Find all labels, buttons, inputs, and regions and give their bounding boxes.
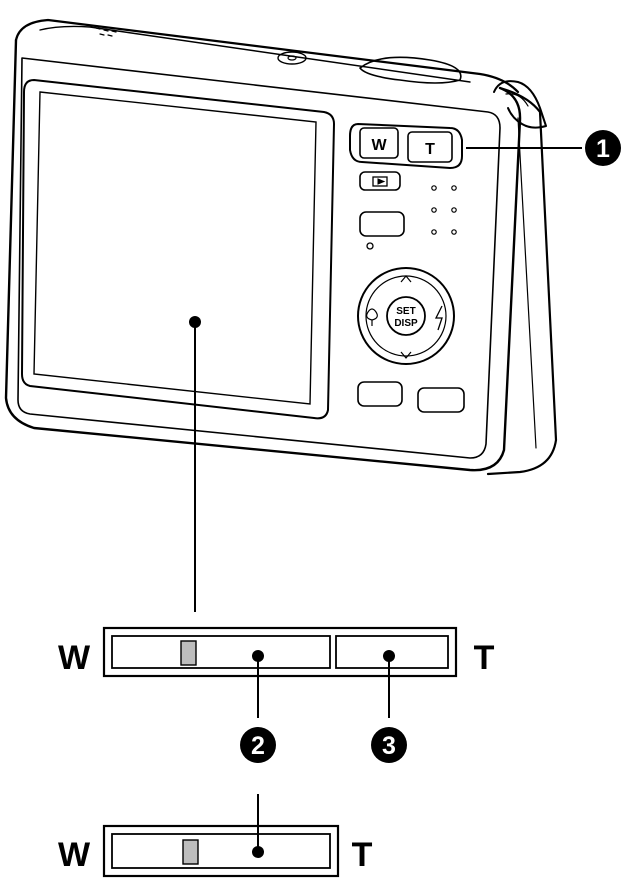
zoom-wide-label: W bbox=[371, 137, 387, 154]
callout-2-marker bbox=[240, 727, 276, 763]
zoom-bar-top-outer bbox=[102, 626, 458, 678]
optical-zoom-segment bbox=[111, 635, 331, 669]
strap-lug bbox=[493, 80, 547, 129]
status-led bbox=[366, 242, 374, 250]
zoom-bar-top-tele-label: T bbox=[474, 639, 495, 677]
zoom-lever bbox=[349, 122, 463, 170]
playback-button[interactable] bbox=[359, 171, 401, 191]
navigation-dial[interactable] bbox=[357, 267, 455, 365]
zoom-tele-label: T bbox=[425, 141, 435, 158]
zoom-bar-bottom-outer bbox=[102, 824, 340, 878]
power-button bbox=[277, 51, 307, 65]
lcd-screen-display bbox=[33, 91, 317, 405]
playback-icon-arrow bbox=[377, 178, 386, 185]
zoom-position-indicator bbox=[180, 640, 197, 666]
flower-icon bbox=[366, 308, 378, 326]
callout-2-number: 2 bbox=[251, 732, 265, 760]
zoom-bar-bottom bbox=[102, 824, 340, 878]
lcd-screen bbox=[20, 78, 336, 420]
camera-right-inner-side bbox=[517, 117, 537, 449]
callout-1-marker bbox=[585, 130, 621, 166]
zoom-bar-top bbox=[102, 626, 458, 678]
indicator-dot bbox=[431, 185, 437, 191]
zoom-lever-housing bbox=[349, 122, 463, 170]
shutter-button bbox=[359, 56, 462, 84]
camera-top-edge bbox=[14, 18, 520, 94]
power-button-inner bbox=[287, 55, 297, 61]
speaker-holes bbox=[95, 27, 117, 37]
zoom-bar-bottom-dot bbox=[252, 846, 264, 858]
lower-left-button[interactable] bbox=[357, 381, 403, 407]
camera-body bbox=[4, 18, 558, 476]
up-arrow-icon bbox=[400, 275, 412, 283]
indicator-dot bbox=[431, 207, 437, 213]
flash-icon bbox=[434, 305, 443, 331]
zoom-bar-bottom-wide-label: W bbox=[58, 836, 91, 874]
disp-label: DISP bbox=[394, 318, 418, 329]
control-panel bbox=[357, 171, 465, 413]
indicator-dot bbox=[451, 229, 457, 235]
zoom-bar-bottom-tele-label: T bbox=[352, 836, 373, 874]
camera-top-inner-edge bbox=[39, 25, 471, 83]
zoom-bar-top-wide-label: W bbox=[58, 639, 91, 677]
strap-lug-inner bbox=[505, 93, 529, 107]
camera-outline bbox=[4, 38, 522, 472]
zoom-wide-button[interactable] bbox=[359, 127, 399, 159]
playback-icon bbox=[372, 176, 388, 187]
set-disp-button[interactable] bbox=[386, 296, 426, 336]
set-label: SET bbox=[396, 306, 415, 317]
camera-front-face bbox=[17, 57, 501, 459]
zoom-bar-bottom-position-indicator bbox=[182, 839, 199, 865]
down-arrow-icon bbox=[400, 351, 412, 359]
menu-button[interactable] bbox=[359, 211, 405, 237]
lcd-screen-frame bbox=[20, 78, 336, 420]
callout-3-number: 3 bbox=[382, 732, 396, 760]
callout-3-marker bbox=[371, 727, 407, 763]
indicator-dot bbox=[451, 207, 457, 213]
indicator-dot bbox=[431, 229, 437, 235]
callout-1-number: 1 bbox=[596, 135, 610, 163]
zoom-bar-bottom-inner bbox=[111, 833, 331, 869]
lower-right-button[interactable] bbox=[417, 387, 465, 413]
zoom-tele-button[interactable] bbox=[407, 131, 453, 163]
camera-right-side bbox=[486, 86, 558, 476]
digital-zoom-segment bbox=[335, 635, 449, 669]
indicator-dot bbox=[451, 185, 457, 191]
